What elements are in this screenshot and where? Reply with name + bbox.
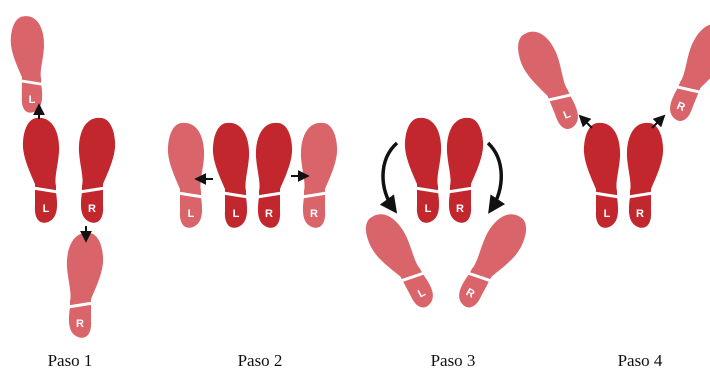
step4-left-letter: L	[604, 208, 611, 220]
step1-right-moved-letter: R	[76, 318, 84, 330]
step4-right-footprint	[627, 123, 663, 228]
step4-left-footprint	[584, 123, 620, 228]
step4-right-moved-footprint	[664, 18, 710, 129]
step3-right-letter: R	[456, 203, 464, 215]
step2-left-moved-footprint	[168, 123, 204, 228]
arrow-up-left	[582, 118, 592, 128]
arrow-curve-left	[383, 143, 397, 208]
step4-left-moved-footprint	[512, 26, 585, 137]
step1-right-letter: R	[88, 203, 96, 215]
step1-left-moved-footprint	[11, 16, 44, 113]
step2-right-moved-letter: R	[310, 208, 318, 220]
step2-left-letter: L	[233, 208, 240, 220]
step1-right-footprint	[79, 118, 115, 223]
step1-left-moved-letter: L	[29, 94, 36, 106]
step3-right-moved-footprint	[452, 207, 533, 317]
step2-left-footprint	[213, 123, 249, 228]
step-1-label: Paso 1	[10, 351, 130, 371]
step2-right-footprint	[256, 123, 292, 228]
step3-left-moved-footprint	[359, 207, 440, 317]
step4-right-letter: R	[636, 208, 644, 220]
step-2-label: Paso 2	[200, 351, 320, 371]
step-4-label: Paso 4	[580, 351, 700, 371]
step1-left-letter: L	[43, 203, 50, 215]
step-3-label: Paso 3	[393, 351, 513, 371]
step1-right-moved-footprint	[67, 233, 103, 338]
step2-left-moved-letter: L	[188, 208, 195, 220]
arrow-curve-right	[488, 143, 501, 208]
step3-left-footprint	[405, 118, 441, 223]
step3-right-footprint	[447, 118, 483, 223]
step3-left-letter: L	[425, 203, 432, 215]
arrow-up-right	[652, 118, 662, 128]
step2-right-letter: R	[265, 208, 273, 220]
step1-left-footprint	[23, 118, 59, 223]
step2-right-moved-footprint	[301, 123, 337, 228]
